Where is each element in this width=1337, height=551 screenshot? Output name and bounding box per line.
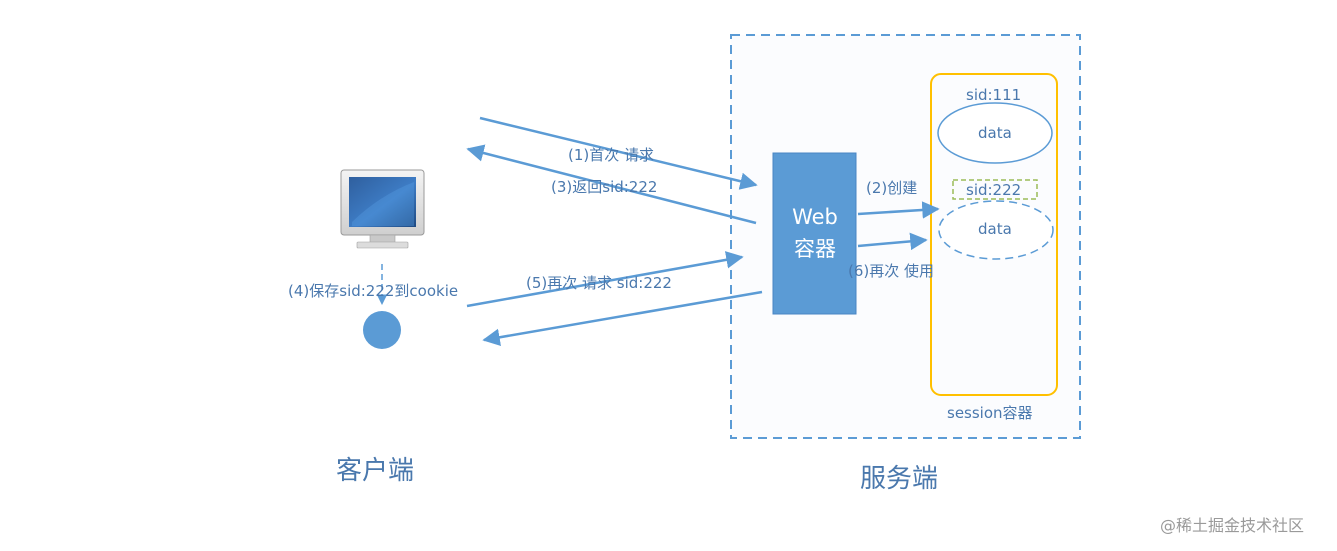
web-container-label-line2: 容器 — [794, 237, 836, 261]
step5-label: (5)再次 请求 sid:222 — [526, 274, 672, 292]
client-save-label: (4)保存sid:222到cookie — [288, 282, 459, 300]
step6-label: (6)再次 使用 — [848, 262, 935, 280]
watermark: @稀土掘金技术社区 — [1160, 516, 1305, 535]
step2-label: (2)创建 — [866, 179, 918, 197]
session-222-data-label: data — [978, 220, 1012, 238]
session-container — [930, 73, 1058, 396]
arrow-step6-reuse — [857, 232, 928, 251]
session-222-sid-label: sid:222 — [966, 181, 1022, 199]
arrow-step-response — [482, 290, 763, 346]
session-111-data-ellipse — [937, 102, 1053, 164]
arrow-step1-request — [479, 116, 758, 190]
cookie-circle — [363, 311, 401, 349]
arrow-step5-request-again — [466, 251, 744, 308]
step3-label: (3)返回sid:222 — [551, 178, 658, 196]
server-title: 服务端 — [860, 464, 939, 494]
web-container-box — [772, 152, 857, 315]
session-111-data-label: data — [978, 124, 1012, 142]
client-title: 客户端 — [336, 456, 415, 486]
web-container-label-line1: Web — [792, 205, 838, 229]
sid-222-box — [952, 179, 1038, 200]
session-container-label: session容器 — [947, 404, 1033, 422]
step1-label: (1)首次 请求 — [568, 146, 655, 164]
arrow-step2-create — [857, 201, 940, 219]
arrow-step3-return — [466, 144, 757, 225]
session-111-sid-label: sid:111 — [966, 86, 1022, 104]
computer-icon — [340, 169, 425, 249]
session-222-data-ellipse — [938, 200, 1054, 260]
